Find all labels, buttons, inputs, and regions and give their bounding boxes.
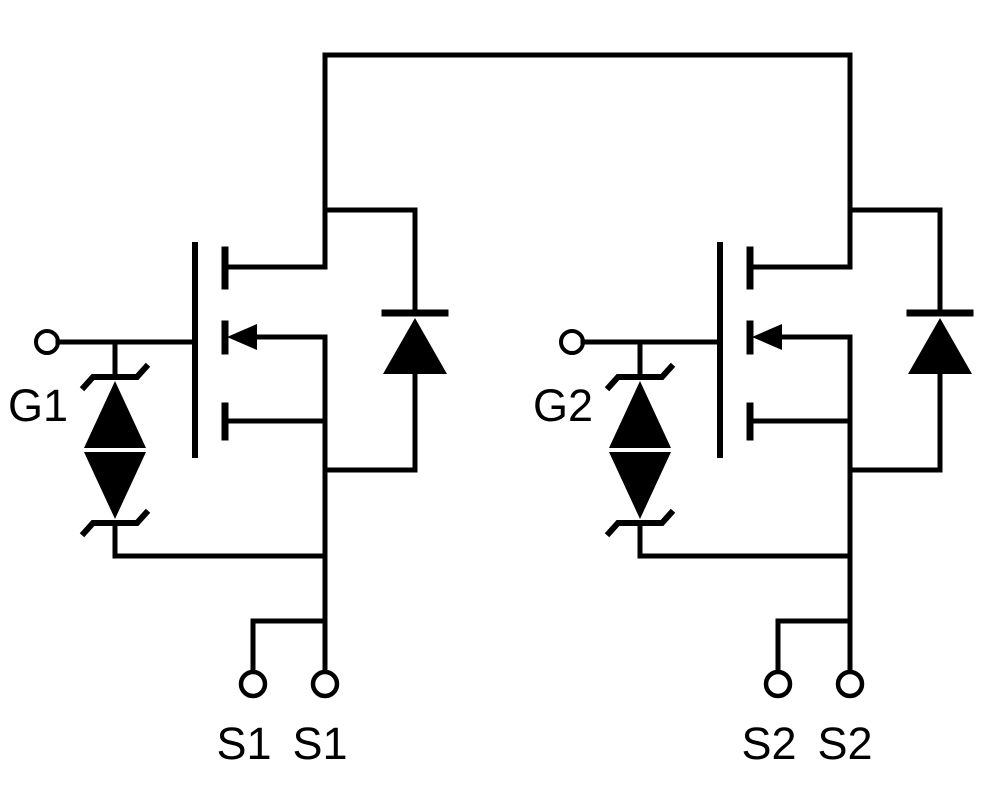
source-label-s2a: S2 xyxy=(741,718,796,769)
circuit-right xyxy=(561,55,972,696)
source-label-s2b: S2 xyxy=(817,718,872,769)
source-label-s1b: S1 xyxy=(292,718,347,769)
gate-label-g1: G1 xyxy=(8,380,68,431)
source-label-s1a: S1 xyxy=(216,718,271,769)
circuit-left xyxy=(36,55,447,696)
gate-label-g2: G2 xyxy=(533,380,593,431)
